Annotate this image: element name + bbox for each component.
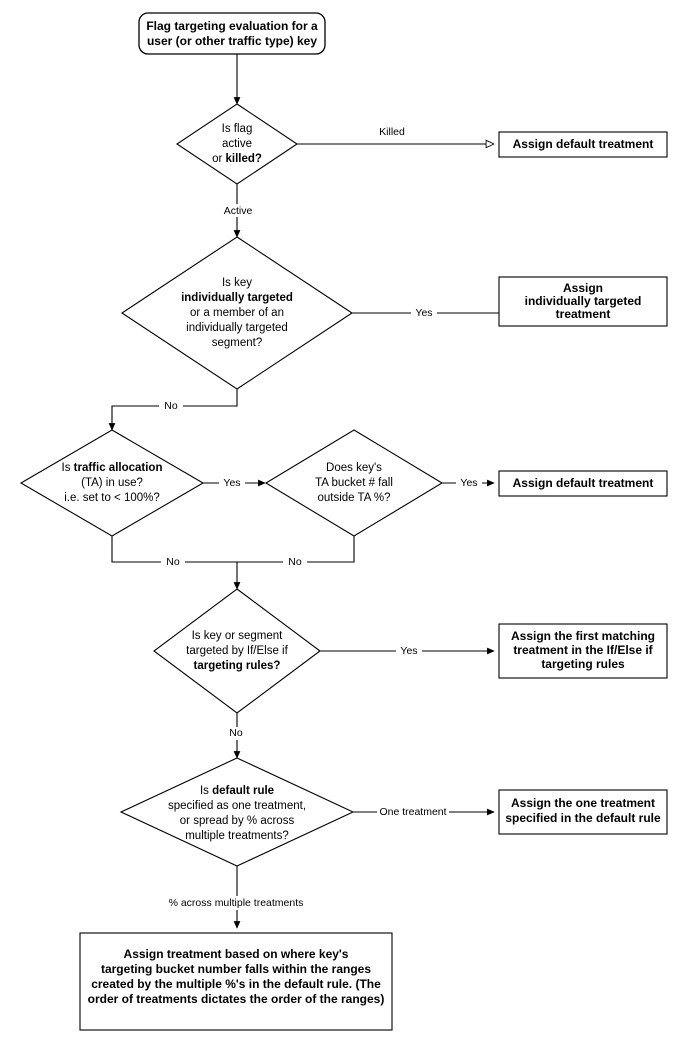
edge-label-yes-individual: Yes <box>415 307 432 319</box>
p5-rect-shape <box>498 789 668 835</box>
label-bg-no-bucket <box>283 556 307 569</box>
d2-line-4: individually targeted <box>186 322 288 334</box>
d3-line-2: (TA) in use? <box>81 477 143 489</box>
edge-label-active: Active <box>224 205 253 217</box>
d5-line-1: Is key or segment <box>192 630 284 642</box>
edge-label-yes-ifelse: Yes <box>400 645 417 657</box>
d3-line-3: i.e. set to < 100%? <box>64 492 160 504</box>
node-process-assign-default-2[interactable]: Assign default treatment <box>498 470 668 497</box>
p1-rect-shape <box>498 131 668 158</box>
start-line-1: Flag targeting evaluation for a <box>146 19 318 33</box>
d2-diamond-shape <box>121 236 353 390</box>
edge-label-pct-multiple: % across multiple treatments <box>169 897 304 909</box>
label-bg-active <box>220 204 256 217</box>
edge-label-no-bucket: No <box>288 556 302 568</box>
d5-line-3: targeting rules? <box>194 660 281 672</box>
p6-rect-shape <box>79 932 393 1031</box>
node-decision-traffic-allocation[interactable]: Is traffic allocation (TA) in use? i.e. … <box>19 429 205 537</box>
node-process-assign-individually-targeted[interactable]: Assign individually targeted treatment <box>498 276 668 327</box>
p5-line-2: specified in the default rule <box>505 811 661 825</box>
edge-d3-no-merge <box>111 536 237 563</box>
label-bg-killed <box>375 125 409 138</box>
edge-label-yes-bucket: Yes <box>460 477 477 489</box>
p2-line-1: Assign <box>563 281 603 295</box>
start-terminator-shape <box>138 12 326 55</box>
p2-line-3: treatment <box>556 307 611 321</box>
d2-line-5: segment? <box>212 337 263 349</box>
node-decision-individually-targeted[interactable]: Is key individually targeted or a member… <box>121 236 353 390</box>
p6-line-2: targeting bucket number falls within the… <box>101 962 371 976</box>
p6-line-4: order of treatments dictates the order o… <box>88 992 385 1006</box>
d4-line-3: outside TA %? <box>317 492 390 504</box>
p2-line-2: individually targeted <box>525 294 642 308</box>
d2-line-2: individually targeted <box>181 292 293 304</box>
node-start[interactable]: Flag targeting evaluation for a user (or… <box>138 12 326 55</box>
d6-line-1-bold: default rule <box>212 785 274 797</box>
edge-label-killed: Killed <box>379 126 405 138</box>
d3-line-1-bold: traffic allocation <box>74 462 163 474</box>
p4-line-3: targeting rules <box>541 657 625 671</box>
d1-diamond-shape <box>176 103 298 185</box>
p4-rect-shape <box>498 623 668 679</box>
d1-line-1: Is flag <box>222 123 253 135</box>
label-bg-pct-multiple <box>155 896 315 910</box>
d5-line-2: targeted by If/Else if <box>186 645 288 657</box>
edge-d4-no-merge <box>237 536 355 563</box>
d6-line-1: Is default rule <box>200 785 274 797</box>
p6-line-1: Assign treatment based on where key's <box>124 947 349 961</box>
edge-label-yes-ta: Yes <box>223 477 240 489</box>
p4-line-1: Assign the first matching <box>511 629 655 643</box>
d2-line-2-bold: individually targeted <box>181 292 293 304</box>
edge-label-no-individual: No <box>164 400 178 412</box>
node-decision-ta-bucket[interactable]: Does key's TA bucket # fall outside TA %… <box>264 429 444 537</box>
label-bg-yes-ta <box>219 477 245 490</box>
label-bg-yes-bucket <box>456 477 482 490</box>
d6-line-4: multiple treatments? <box>185 830 289 842</box>
d4-line-2: TA bucket # fall <box>315 477 393 489</box>
edge-label-no-ta: No <box>166 556 180 568</box>
d6-line-3: or spread by % across <box>180 815 295 827</box>
start-line-2: user (or other traffic type) key <box>147 34 317 48</box>
p6-line-3: created by the multiple %'s in the defau… <box>91 977 381 991</box>
edge-labels-layer: Killed Active Yes No Yes Yes No No Yes N… <box>155 125 482 910</box>
p1-label: Assign default treatment <box>513 137 654 151</box>
label-bg-yes-individual <box>411 307 437 320</box>
p2-rect-shape <box>498 276 668 327</box>
node-decision-ifelse-rules[interactable]: Is key or segment targeted by If/Else if… <box>153 588 321 714</box>
d1-line-3: or killed? <box>212 153 262 165</box>
d4-line-1: Does key's <box>326 462 382 474</box>
d3-diamond-shape <box>19 429 205 537</box>
node-process-assign-one-treatment[interactable]: Assign the one treatment specified in th… <box>498 789 668 835</box>
d2-line-1: Is key <box>222 277 252 289</box>
p3-rect-shape <box>498 470 668 497</box>
d1-line-2: active <box>222 138 252 150</box>
node-process-assign-first-matching[interactable]: Assign the first matching treatment in t… <box>498 623 668 679</box>
p3-label: Assign default treatment <box>513 476 654 490</box>
node-process-assign-by-ranges[interactable]: Assign treatment based on where key's ta… <box>79 932 393 1031</box>
d6-diamond-shape <box>119 757 355 867</box>
label-bg-one-treatment <box>377 806 449 819</box>
p5-line-1: Assign the one treatment <box>511 796 655 810</box>
d1-line-3-bold: killed? <box>225 153 261 165</box>
p4-line-2: treatment in the If/Else if <box>513 643 653 657</box>
d2-line-3: or a member of an <box>190 307 284 319</box>
edge-label-no-ifelse: No <box>229 727 243 739</box>
label-bg-yes-ifelse <box>396 645 422 658</box>
d6-line-2: specified as one treatment, <box>168 800 306 812</box>
node-decision-flag-active[interactable]: Is flag active or killed? <box>176 103 298 185</box>
d3-line-1: Is traffic allocation <box>62 462 163 474</box>
label-bg-no-individual <box>159 400 183 413</box>
d5-diamond-shape <box>153 588 321 714</box>
label-bg-no-ta <box>161 556 185 569</box>
node-decision-default-rule[interactable]: Is default rule specified as one treatme… <box>119 757 355 867</box>
d5-line-3-bold: targeting rules? <box>194 660 281 672</box>
label-bg-no-ifelse <box>224 727 248 740</box>
d4-diamond-shape <box>264 429 444 537</box>
edge-label-one-treatment: One treatment <box>379 806 446 818</box>
node-process-assign-default-1[interactable]: Assign default treatment <box>498 131 668 158</box>
